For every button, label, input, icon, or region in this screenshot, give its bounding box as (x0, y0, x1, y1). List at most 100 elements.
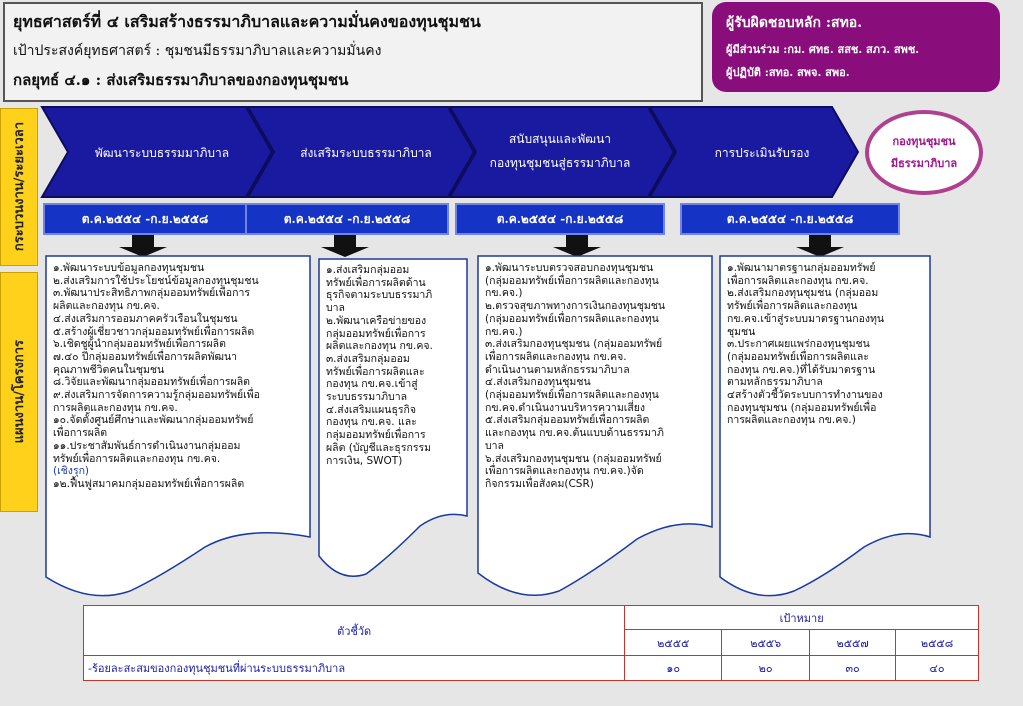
period-bar-3: ต.ค.๒๕๕๔ -ก.ย.๒๕๕๘ (455, 203, 665, 235)
activity-item: ผลิตและกองทุน กข.คจ. (53, 300, 160, 313)
activity-panel-4-shape (719, 255, 931, 597)
activity-item: ๒.ตรวจสุขภาพทางการเงินกองทุนชุมชน (485, 300, 666, 313)
activity-item: ผลิต (บัญชีและธุรกรรม (326, 441, 432, 454)
activity-item: (กลุ่มออมทรัพย์เพื่อการผลิตและกองทุน (485, 274, 659, 287)
activity-item: กลุ่มออมทรัพย์เพื่อการ (326, 429, 426, 442)
activity-item: กข.คจ.) (485, 287, 523, 300)
activity-item: การผลิตและกองทุน กข.คจ. (53, 401, 178, 414)
activity-item: ทรัพย์เพื่อการผลิตและ (326, 365, 425, 378)
activity-item: ๒.พัฒนาเครือข่ายของ (326, 314, 427, 327)
activity-item: (กลุ่มออมทรัพย์เพื่อการผลิตและกองทุน (485, 389, 659, 402)
process-step-4: การประเมินรับรอง (648, 106, 860, 198)
activity-item: ๑.พัฒนาระบบข้อมูลกองทุนชุมชน (53, 262, 205, 274)
activity-item: ๓.ประกาศเผยแพร่กองทุนชุมชน (727, 338, 870, 351)
activity-item: ๑๑.ประชาสัมพันธ์การดำเนินงานกลุ่มออม (53, 439, 241, 452)
activity-item: กิจกรรมเพื่อสังคม(CSR) (485, 477, 594, 490)
indicator-header: ตัวชี้วัด (82, 605, 626, 656)
activity-list-3: ๑.พัฒนาระบบตรวจสอบกองทุนชุมชน (กลุ่มออมท… (485, 262, 711, 491)
indicator-label: -ร้อยละสะสมของกองทุนชุมชนที่ผ่านระบบธรรม… (82, 655, 626, 681)
goal-oval: กองทุนชุมชน มีธรรมาภิบาล (865, 110, 983, 195)
activity-item: กลุ่มออมทรัพย์เพื่อการ (326, 327, 426, 340)
activity-list-2: ๑.ส่งเสริมกลุ่มออม ทรัพย์เพื่อการผลิตด้า… (326, 264, 466, 467)
indicator-value: ๓๐ (809, 655, 897, 681)
process-step-2: ส่งเสริมระบบธรรมาภิบาล (246, 106, 476, 198)
activity-item: ๙.ส่งเสริมการจัดการความรู้กลุ่มออมทรัพย์… (53, 389, 260, 402)
activity-item: ๒.ส่งเสริมการใช้ประโยชน์ข้อมูลกองทุนชุมช… (53, 274, 259, 287)
period-bar-1: ต.ค.๒๕๕๔ -ก.ย.๒๕๕๘ (43, 203, 247, 235)
activity-item: ธุรกิจตามระบบธรรมาภิ (326, 289, 433, 302)
strategy-item: กลยุทธ์ ๔.๑ : ส่งเสริมธรรมาภิบาลของกองทุ… (13, 71, 349, 89)
strategy-title: ยุทธศาสตร์ที่ ๔ เสริมสร้างธรรมาภิบาลและค… (13, 12, 481, 31)
activity-item: ๖.ส่งเสริมกองทุนชุมชน (กลุ่มออมทรัพย์ (485, 452, 662, 465)
activity-item: ๓.ส่งเสริมกลุ่มออม (326, 352, 410, 365)
process-step-3-label-1: สนับสนุนและพัฒนา (509, 132, 611, 147)
year-header: ๒๕๕๕ (624, 629, 723, 656)
activity-panel-1-shape (45, 255, 311, 597)
activity-panel-2-shape (318, 258, 468, 577)
activity-item: ๖.เชิดชูผู้นำกลุ่มออมทรัพย์เพื่อการผลิต (53, 338, 226, 351)
period-bar-2: ต.ค.๒๕๕๔ -ก.ย.๒๕๕๘ (245, 203, 449, 235)
strategy-header: ยุทธศาสตร์ที่ ๔ เสริมสร้างธรรมาภิบาลและค… (3, 2, 703, 102)
activity-item: การผลิตและกองทุน กข.คจ.) (727, 414, 856, 427)
side-label-plan: แผนงาน/โครงการ (0, 272, 38, 512)
activity-item: กข.คจ.) (485, 325, 523, 338)
activity-item: ๑.พัฒนาระบบตรวจสอบกองทุนชุมชน (485, 262, 654, 274)
activity-item: บาล (485, 439, 504, 452)
goal-oval-line2: มีธรรมาภิบาล (890, 156, 958, 170)
activity-item: กองทุน กข.คจ. และ (326, 416, 417, 429)
activity-item: เพื่อการผลิตและกองทุน กข.คจ. (485, 350, 627, 363)
period-bar-4: ต.ค.๒๕๕๔ -ก.ย.๒๕๕๘ (680, 203, 900, 235)
goal-oval-line1: กองทุนชุมชน (892, 134, 956, 148)
activity-item: และกองทุน กข.คจ.ต้นแบบด้านธรรมาภิ (485, 427, 664, 440)
participants: ผู้มีส่วนร่วม :กม. ศทธ. สสช. สภว. สพช. (726, 43, 920, 56)
responsibility-box: ผู้รับผิดชอบหลัก :สทอ. ผู้มีส่วนร่วม :กม… (712, 2, 1000, 92)
main-responsible: ผู้รับผิดชอบหลัก :สทอ. (726, 15, 863, 31)
activity-item: ตามหลักธรรมาภิบาล (727, 376, 823, 389)
activity-item: คุณภาพชีวิตคนในชุมชน (53, 363, 165, 376)
activity-item: ๒.ส่งเสริมกองทุนชุมชน (กลุ่มออม (727, 287, 879, 300)
activity-item: ทรัพย์เพื่อการผลิตด้าน (326, 276, 426, 289)
side-label-process: กระบวนงาน/ระยะเวลา (0, 108, 38, 266)
year-header: ๒๕๕๖ (721, 629, 811, 656)
activity-item: ๔สร้างตัวชี้วัดระบบการทำงานของ (727, 389, 883, 402)
activity-item: ๕.ส่งเสริมกลุ่มออมทรัพย์เพื่อการผลิต (485, 414, 650, 427)
activity-item: เพื่อการผลิต (53, 427, 108, 440)
side-label-plan-text: แผนงาน/โครงการ (11, 340, 27, 444)
activity-item: ทรัพย์เพื่อการผลิตและกองทุน กข.คจ. (53, 452, 221, 465)
side-label-process-text: กระบวนงาน/ระยะเวลา (11, 122, 27, 252)
activity-item: เพื่อการผลิตและกองทุน กข.คจ. (727, 274, 869, 287)
strategy-goal: เป้าประสงค์ยุทธศาสตร์ : ชุมชนมีธรรมาภิบา… (13, 43, 382, 59)
activity-item: ผลิตและกองทุน กข.คจ. (326, 340, 433, 353)
activity-item: ชุมชน (727, 325, 756, 338)
activity-item: ๔.ส่งเสริมกองทุนชุมชน (485, 376, 591, 389)
activity-item: (เชิงรุก) (53, 465, 90, 478)
activity-item: ๓.พัฒนาประสิทธิภาพกลุ่มออมทรัพย์เพื่อการ (53, 287, 251, 300)
indicator-table: ตัวชี้วัด เป้าหมาย ๒๕๕๕ ๒๕๕๖ ๒๕๕๗ ๒๕๕๘ -… (82, 605, 979, 681)
activity-item: (กลุ่มออมทรัพย์เพื่อการผลิตและกองทุน (485, 312, 659, 325)
activity-item: ๗.๔๐ ปีกลุ่มออมทรัพย์เพื่อการผลิตพัฒนา (53, 350, 238, 363)
activity-item: ๑.ส่งเสริมกลุ่มออม (326, 264, 410, 276)
table-row: -ร้อยละสะสมของกองทุนชุมชนที่ผ่านระบบธรรม… (82, 655, 979, 681)
activity-item: ๔.ส่งเสริมแผนธุรกิจ (326, 403, 417, 416)
activity-item: ๑.พัฒนามาตรฐานกลุ่มออมทรัพย์ (727, 262, 876, 274)
process-step-4-label: การประเมินรับรอง (715, 146, 810, 160)
activity-item: เพื่อการผลิตและกองทุน กข.คจ.)จัด (485, 465, 644, 478)
activity-item: กองทุน กข.คจ.)ที่ได้รับมาตรฐาน (727, 363, 876, 376)
activity-item: บาล (326, 302, 345, 315)
activity-item: ๔.ส่งเสริมการออมภาคครัวเรือนในชุมชน (53, 312, 238, 325)
activity-item: กข.คจ.ดำเนินงานบริหารความเสี่ยง (485, 401, 646, 414)
indicator-value: ๑๐ (624, 655, 723, 681)
activity-item: ดำเนินงานตามหลักธรรมาภิบาล (485, 363, 630, 376)
target-header: เป้าหมาย (624, 605, 979, 630)
activity-item: การเงิน, SWOT) (326, 454, 403, 467)
process-step-2-label: ส่งเสริมระบบธรรมาภิบาล (300, 146, 432, 160)
activity-panel-3-shape (477, 255, 713, 597)
activity-item: ๘.วิจัยและพัฒนากลุ่มออมทรัพย์เพื่อการผลิ… (53, 376, 250, 389)
year-header: ๒๕๕๗ (809, 629, 897, 656)
indicator-value: ๔๐ (895, 655, 979, 681)
process-step-1-label: พัฒนาระบบธรรมมาภิบาล (95, 146, 229, 160)
activity-item: ๕.สร้างผู้เชี่ยวชาวกลุ่มออมทรัพย์เพื่อกา… (53, 325, 255, 338)
activity-item: กองทุน กข.คจ.เข้าสู่ (326, 378, 418, 391)
process-step-3-label-2: กองทุนชุมชนสู่ธรรมาภิบาล (490, 156, 631, 171)
activity-item: ระบบธรรมาภิบาล (326, 391, 408, 404)
